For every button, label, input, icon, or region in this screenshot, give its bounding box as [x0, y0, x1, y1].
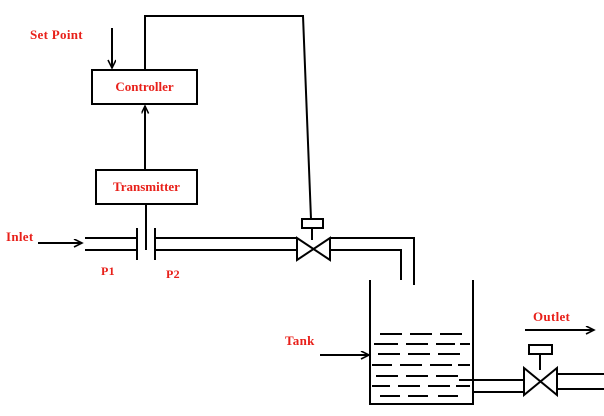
- transmitter-label: Transmitter: [113, 179, 180, 194]
- control-valve-body[interactable]: [296, 236, 331, 262]
- pipe-valve-to-tank: [330, 237, 415, 285]
- tank-label: Tank: [285, 333, 315, 348]
- pipe-after-outlet-valve: [557, 373, 604, 390]
- set-point-label: Set Point: [30, 27, 83, 42]
- control-output-line: [144, 15, 312, 220]
- outlet-valve-body[interactable]: [523, 365, 558, 398]
- p2-label: P2: [166, 267, 180, 281]
- inlet-pipe-left: [85, 237, 137, 251]
- tank-liquid: [372, 333, 470, 397]
- control-valve-actuator[interactable]: [301, 218, 324, 240]
- pipe-orifice-to-valve: [155, 237, 297, 251]
- tank-outlet-pipe: [459, 290, 524, 393]
- orifice-plate: [136, 228, 156, 260]
- p1-label: P1: [101, 264, 115, 278]
- controller-label: Controller: [115, 79, 174, 94]
- outlet-valve-actuator[interactable]: [528, 344, 553, 370]
- outlet-label: Outlet: [533, 309, 571, 324]
- inlet-label: Inlet: [6, 229, 34, 244]
